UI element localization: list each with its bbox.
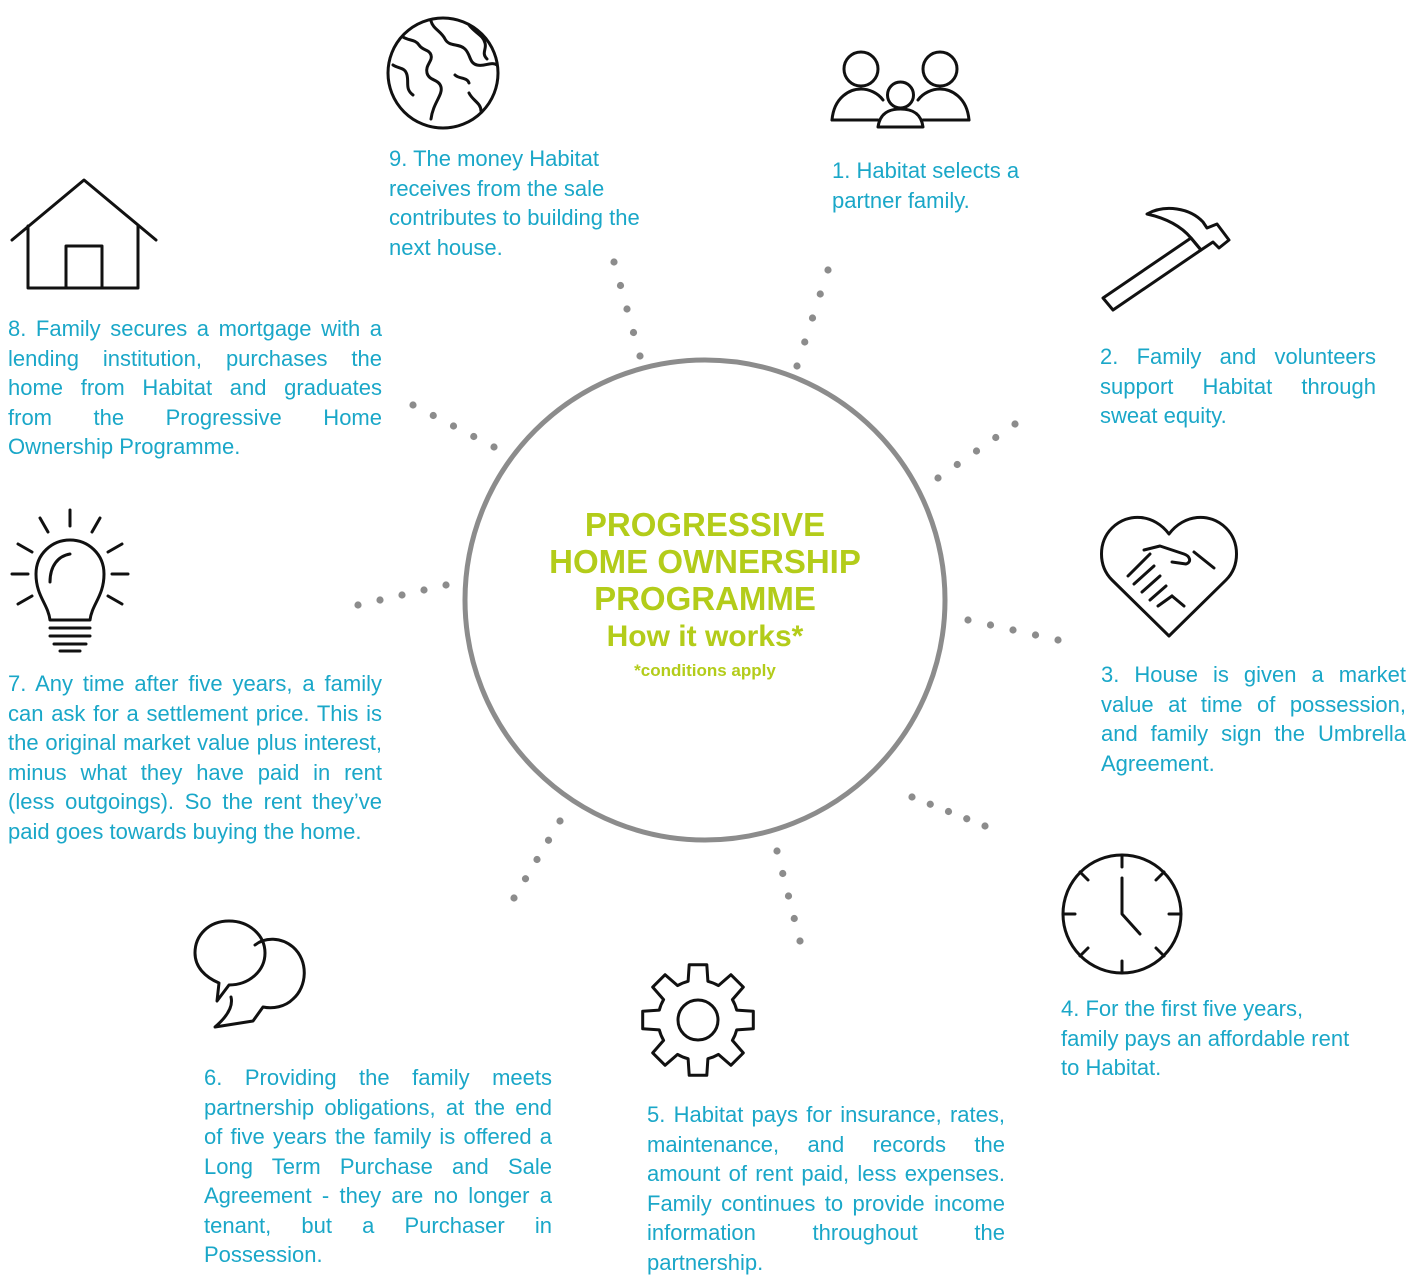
connector-dot — [963, 815, 971, 823]
connector-dot — [544, 836, 553, 844]
center-title-line-3: PROGRAMME — [594, 580, 816, 617]
connector-dot — [801, 338, 809, 346]
connector-dot — [992, 433, 1000, 442]
step-4-text: 4. For the first five years, family pays… — [1061, 996, 1350, 1080]
house-icon — [10, 178, 158, 290]
step-2-text: 2. Family and volunteers support Habitat… — [1100, 344, 1376, 428]
connector-dot — [429, 411, 437, 420]
connector-dot — [824, 266, 832, 274]
center-subtitle: How it works* — [606, 620, 804, 653]
connector-dot — [953, 460, 961, 469]
connector-dot — [521, 875, 530, 883]
step-6-text: 6. Providing the family meets partnershi… — [204, 1065, 552, 1267]
connector-dot — [784, 892, 793, 900]
connector-dot — [616, 281, 625, 290]
connector-dot — [981, 822, 989, 830]
connector-dot — [908, 793, 916, 801]
connector-dot — [934, 474, 942, 482]
speech-bubbles-icon — [193, 919, 306, 1029]
connector-dot — [636, 352, 644, 360]
step-1-text: 1. Habitat selects a partner family. — [832, 158, 1020, 213]
connector-dot — [376, 596, 384, 604]
step-5-text: 5. Habitat pays for insurance, rates, ma… — [647, 1102, 1005, 1275]
step-8-text: 8. Family secures a mortgage with a lend… — [8, 316, 382, 459]
connector-dot — [490, 443, 498, 451]
connector-dot — [420, 586, 428, 594]
connector-dot — [816, 290, 824, 298]
gear-icon — [641, 963, 755, 1077]
hammer-icon — [1101, 207, 1231, 312]
connector-dot — [1011, 420, 1019, 428]
connector-dot — [808, 314, 817, 322]
people-icon — [830, 50, 971, 129]
connector-dot — [556, 817, 564, 825]
connector-dot — [796, 937, 804, 945]
globe-icon — [386, 16, 500, 130]
connector-dot — [449, 422, 458, 430]
connector-dot — [623, 305, 631, 313]
connector-dot — [470, 432, 478, 441]
connector-dot — [533, 855, 541, 864]
center-title-line-2: HOME OWNERSHIP — [549, 543, 861, 580]
connector-dot — [1054, 636, 1062, 644]
center-title-line-1: PROGRESSIVE — [584, 506, 826, 543]
connector-dot — [1031, 631, 1040, 639]
step-3-text: 3. House is given a market value at time… — [1101, 662, 1406, 776]
connector-dot — [793, 362, 801, 370]
connector-dot — [964, 616, 972, 624]
connector-dot — [510, 894, 518, 902]
connector-dot — [926, 800, 934, 808]
connector-dot — [1009, 626, 1017, 634]
heart-handshake-icon — [1100, 515, 1238, 638]
connector-dot — [409, 401, 417, 409]
center-note: *conditions apply — [634, 661, 776, 680]
connector-dot — [773, 847, 781, 855]
lightbulb-icon — [10, 508, 130, 653]
step-7-text: 7. Any time after five years, a family c… — [8, 671, 382, 844]
connector-dot — [442, 581, 450, 589]
center-label: PROGRESSIVE HOME OWNERSHIP PROGRAMME How… — [480, 506, 930, 685]
connector-dot — [779, 869, 787, 878]
connector-dot — [629, 328, 638, 337]
connector-dot — [398, 591, 406, 599]
clock-icon — [1061, 853, 1183, 975]
connector-dot — [986, 621, 995, 629]
step-9-text: 9. The money Habitat receives from the s… — [389, 146, 640, 260]
connector-dot — [790, 914, 798, 923]
connector-dot — [354, 601, 362, 609]
connector-dot — [972, 447, 981, 455]
connector-dot — [944, 807, 953, 816]
